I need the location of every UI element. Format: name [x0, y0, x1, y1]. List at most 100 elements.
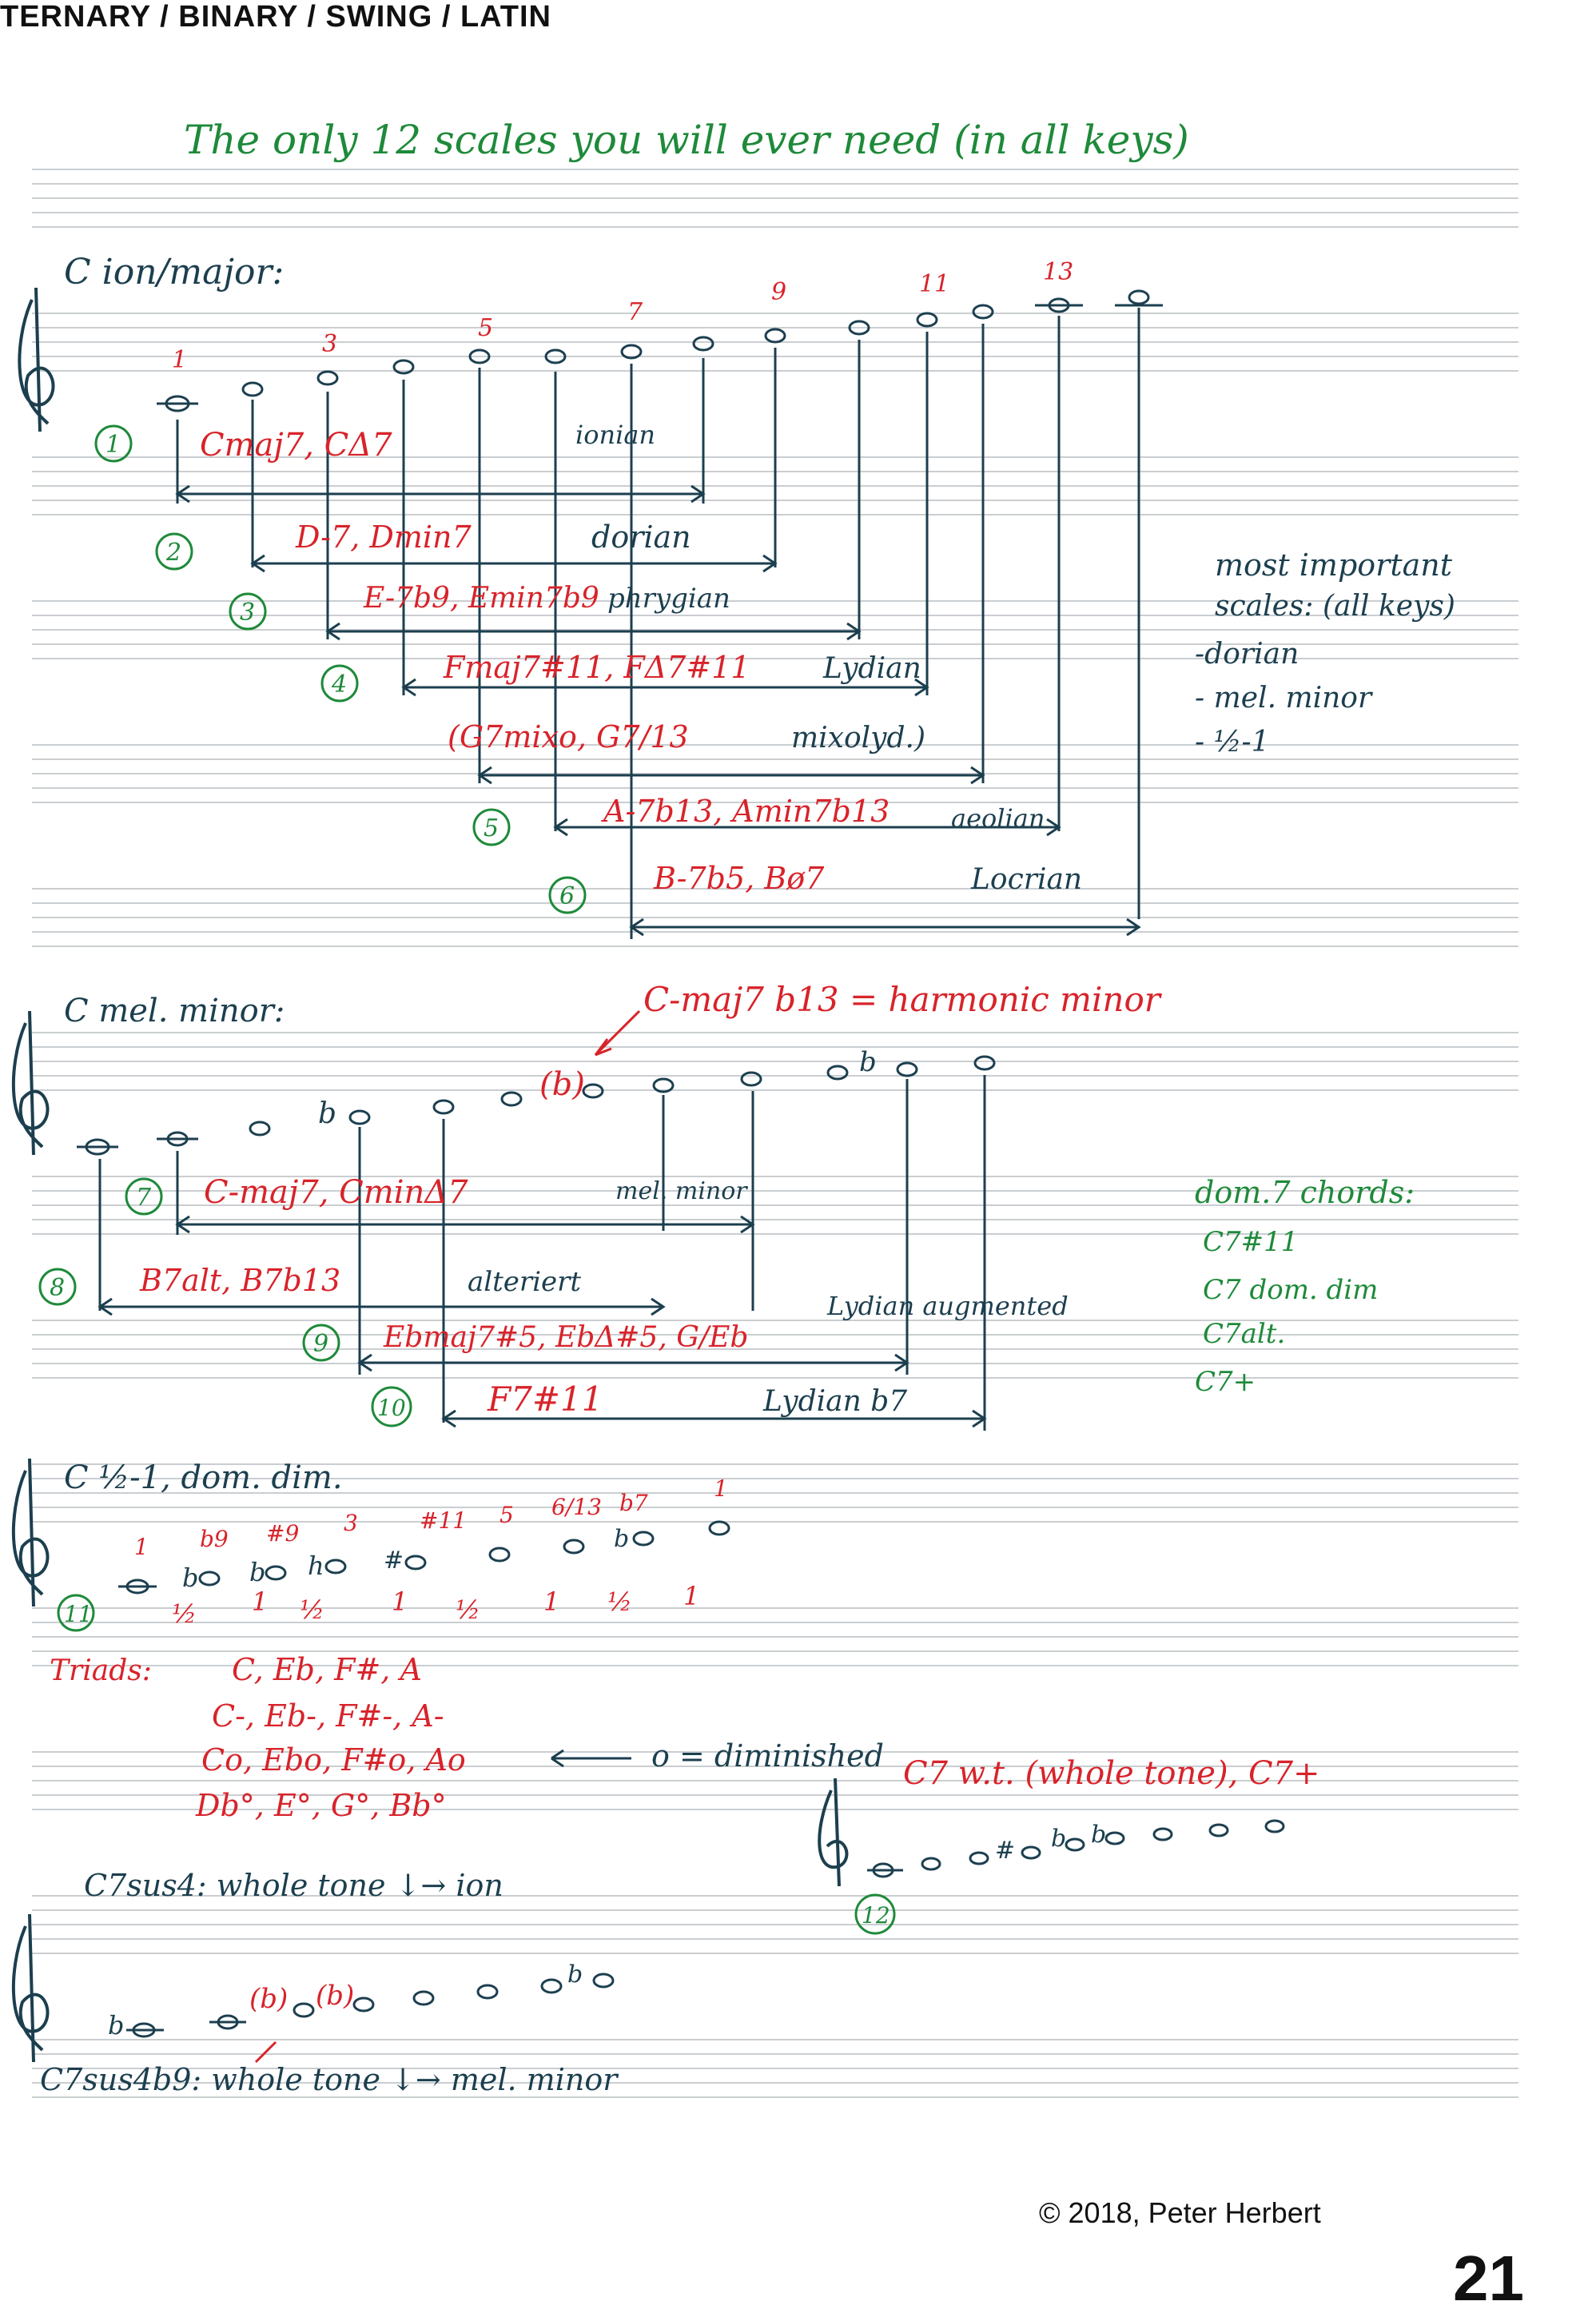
- svg-text:-dorian: -dorian: [1195, 638, 1299, 671]
- svg-text:9: 9: [771, 278, 786, 306]
- range-lines: [176, 308, 1140, 939]
- scale-degrees: 1 b9 #9 3 #11 5 6/13 b7 1: [134, 1475, 728, 1560]
- note: [692, 336, 714, 352]
- scale-notes: b (b) (b) b: [108, 1961, 615, 2040]
- svg-text:D-7, Dmin7: D-7, Dmin7: [295, 520, 472, 555]
- svg-text:Cmaj7, CΔ7: Cmaj7, CΔ7: [200, 427, 392, 464]
- svg-text:4: 4: [331, 671, 347, 699]
- page-number: 21: [1453, 2243, 1524, 2314]
- svg-text:Db°, E°, G°, Bb°: Db°, E°, G°, Bb°: [195, 1788, 447, 1823]
- svg-text:1: 1: [252, 1586, 268, 1617]
- svg-text:C7 dom. dim: C7 dom. dim: [1203, 1274, 1378, 1306]
- svg-text:mixolyd.): mixolyd.): [791, 722, 925, 754]
- svg-text:C mel. minor:: C mel. minor:: [64, 993, 285, 1029]
- svg-text:3: 3: [344, 1510, 358, 1536]
- svg-text:b: b: [249, 1557, 265, 1587]
- page-header: TERNARY / BINARY / SWING / LATIN: [0, 0, 551, 34]
- note: [316, 370, 339, 386]
- svg-text:C-, Eb-, F#-, A-: C-, Eb-, F#-, A-: [212, 1698, 444, 1734]
- svg-text:#9: #9: [266, 1520, 299, 1547]
- page-title: The only 12 scales you will ever need (i…: [184, 117, 1189, 163]
- svg-text:½: ½: [607, 1586, 632, 1617]
- svg-text:5: 5: [478, 314, 493, 342]
- svg-text:Triads:: Triads:: [50, 1654, 152, 1687]
- dom7-chords-note: dom.7 chords: C7#11 C7 dom. dim C7alt. C…: [1195, 1175, 1415, 1398]
- svg-text:most important: most important: [1215, 547, 1453, 583]
- svg-text:B-7b5, Bø7: B-7b5, Bø7: [653, 861, 825, 896]
- copyright: © 2018, Peter Herbert: [1039, 2196, 1321, 2229]
- svg-text:#11: #11: [420, 1507, 467, 1534]
- svg-text:F7#11: F7#11: [487, 1379, 603, 1419]
- svg-text:dorian: dorian: [591, 520, 691, 555]
- svg-text:scales: (all keys): scales: (all keys): [1215, 590, 1455, 623]
- scale-notes: b (b) b: [77, 1046, 996, 1156]
- svg-text:3: 3: [322, 330, 337, 358]
- svg-text:A-7b13, Amin7b13: A-7b13, Amin7b13: [601, 794, 890, 829]
- svg-text:9: 9: [313, 1330, 328, 1358]
- svg-text:11: 11: [919, 270, 949, 298]
- svg-text:aeolian: aeolian: [951, 803, 1045, 834]
- svg-text:1: 1: [172, 346, 187, 374]
- svg-text:b: b: [567, 1961, 583, 1989]
- svg-text:C7sus4b9: whole tone ↓→ mel. m: C7sus4b9: whole tone ↓→ mel. minor: [40, 2062, 619, 2097]
- svg-text:#: #: [995, 1837, 1015, 1865]
- section-sus4: C7sus4: whole tone ↓→ ion b (b) (b) b C7…: [11, 1868, 619, 2097]
- note: [241, 381, 264, 397]
- most-important-note: most important scales: (all keys) -doria…: [1195, 547, 1455, 758]
- note: [848, 320, 870, 336]
- section-mel-minor: C mel. minor: C-maj7 b13 = harmonic mino…: [11, 980, 1163, 1431]
- svg-text:C7alt.: C7alt.: [1203, 1318, 1285, 1350]
- svg-text:8: 8: [50, 1274, 65, 1302]
- svg-text:alteriert: alteriert: [468, 1266, 581, 1298]
- svg-text:1: 1: [392, 1586, 408, 1617]
- svg-text:dom.7 chords:: dom.7 chords:: [1195, 1175, 1415, 1210]
- svg-text:½: ½: [300, 1594, 324, 1625]
- svg-text:phrygian: phrygian: [607, 583, 730, 615]
- svg-text:(b): (b): [249, 1983, 288, 2015]
- scale-labels: Cmaj7, CΔ7 ionian D-7, Dmin7 dorian E-7b…: [200, 420, 1082, 896]
- svg-text:6: 6: [559, 882, 575, 910]
- section-half-whole: C ½-1, dom. dim. b b h # b 1 b9 #9 3 #11…: [11, 1458, 884, 1823]
- note: [1128, 289, 1150, 305]
- svg-text:(b): (b): [539, 1066, 585, 1103]
- svg-text:(b): (b): [316, 1980, 354, 2012]
- svg-text:b9: b9: [200, 1526, 229, 1552]
- svg-text:b: b: [182, 1563, 198, 1593]
- svg-text:10: 10: [377, 1395, 406, 1421]
- svg-text:- mel. minor: - mel. minor: [1195, 682, 1373, 715]
- svg-text:h: h: [308, 1551, 324, 1581]
- svg-text:6/13: 6/13: [551, 1494, 602, 1520]
- triads: Triads: C, Eb, F#, A C-, Eb-, F#-, A- Co…: [50, 1652, 884, 1823]
- svg-text:b: b: [318, 1097, 336, 1130]
- svg-text:B7alt, B7b13: B7alt, B7b13: [139, 1263, 340, 1298]
- svg-text:C-maj7 b13 = harmonic minor: C-maj7 b13 = harmonic minor: [643, 980, 1163, 1019]
- svg-text:Co, Ebo, F#o, Ao: Co, Ebo, F#o, Ao: [201, 1742, 466, 1778]
- svg-text:1: 1: [714, 1475, 728, 1502]
- note: [620, 344, 643, 360]
- svg-text:E-7b9, Emin7b9: E-7b9, Emin7b9: [363, 582, 599, 615]
- range-lines: [98, 1075, 987, 1431]
- svg-text:1: 1: [543, 1586, 559, 1617]
- scale-notes: # b b: [867, 1819, 1285, 1878]
- svg-text:ionian: ionian: [575, 420, 655, 450]
- svg-text:Lydian: Lydian: [822, 652, 921, 685]
- svg-text:b: b: [1051, 1825, 1066, 1853]
- svg-text:7: 7: [627, 298, 643, 326]
- section-whole-tone: C7 w.t. (whole tone), C7+ # b b 12: [818, 1755, 1320, 1935]
- scale-numbers: 1 2 3 4 5 6: [94, 424, 587, 914]
- svg-text:Lydian b7: Lydian b7: [762, 1385, 907, 1418]
- scale-notes: [157, 289, 1163, 412]
- svg-text:Fmaj7#11, FΔ7#11: Fmaj7#11, FΔ7#11: [443, 650, 750, 685]
- section-ion-major: C ion/major: 1 3 5 7 9 11: [18, 252, 1163, 939]
- svg-text:5: 5: [484, 814, 499, 842]
- svg-text:5: 5: [499, 1502, 514, 1528]
- note: [764, 328, 786, 344]
- svg-text:C7sus4: whole tone ↓→ ion: C7sus4: whole tone ↓→ ion: [84, 1868, 503, 1903]
- svg-text:½: ½: [172, 1598, 197, 1629]
- svg-text:b7: b7: [619, 1490, 648, 1516]
- svg-text:Ebmaj7#5, EbΔ#5, G/Eb: Ebmaj7#5, EbΔ#5, G/Eb: [383, 1321, 748, 1354]
- svg-text:o = diminished: o = diminished: [651, 1738, 884, 1774]
- svg-text:b: b: [108, 2010, 124, 2040]
- svg-text:12: 12: [862, 1902, 890, 1929]
